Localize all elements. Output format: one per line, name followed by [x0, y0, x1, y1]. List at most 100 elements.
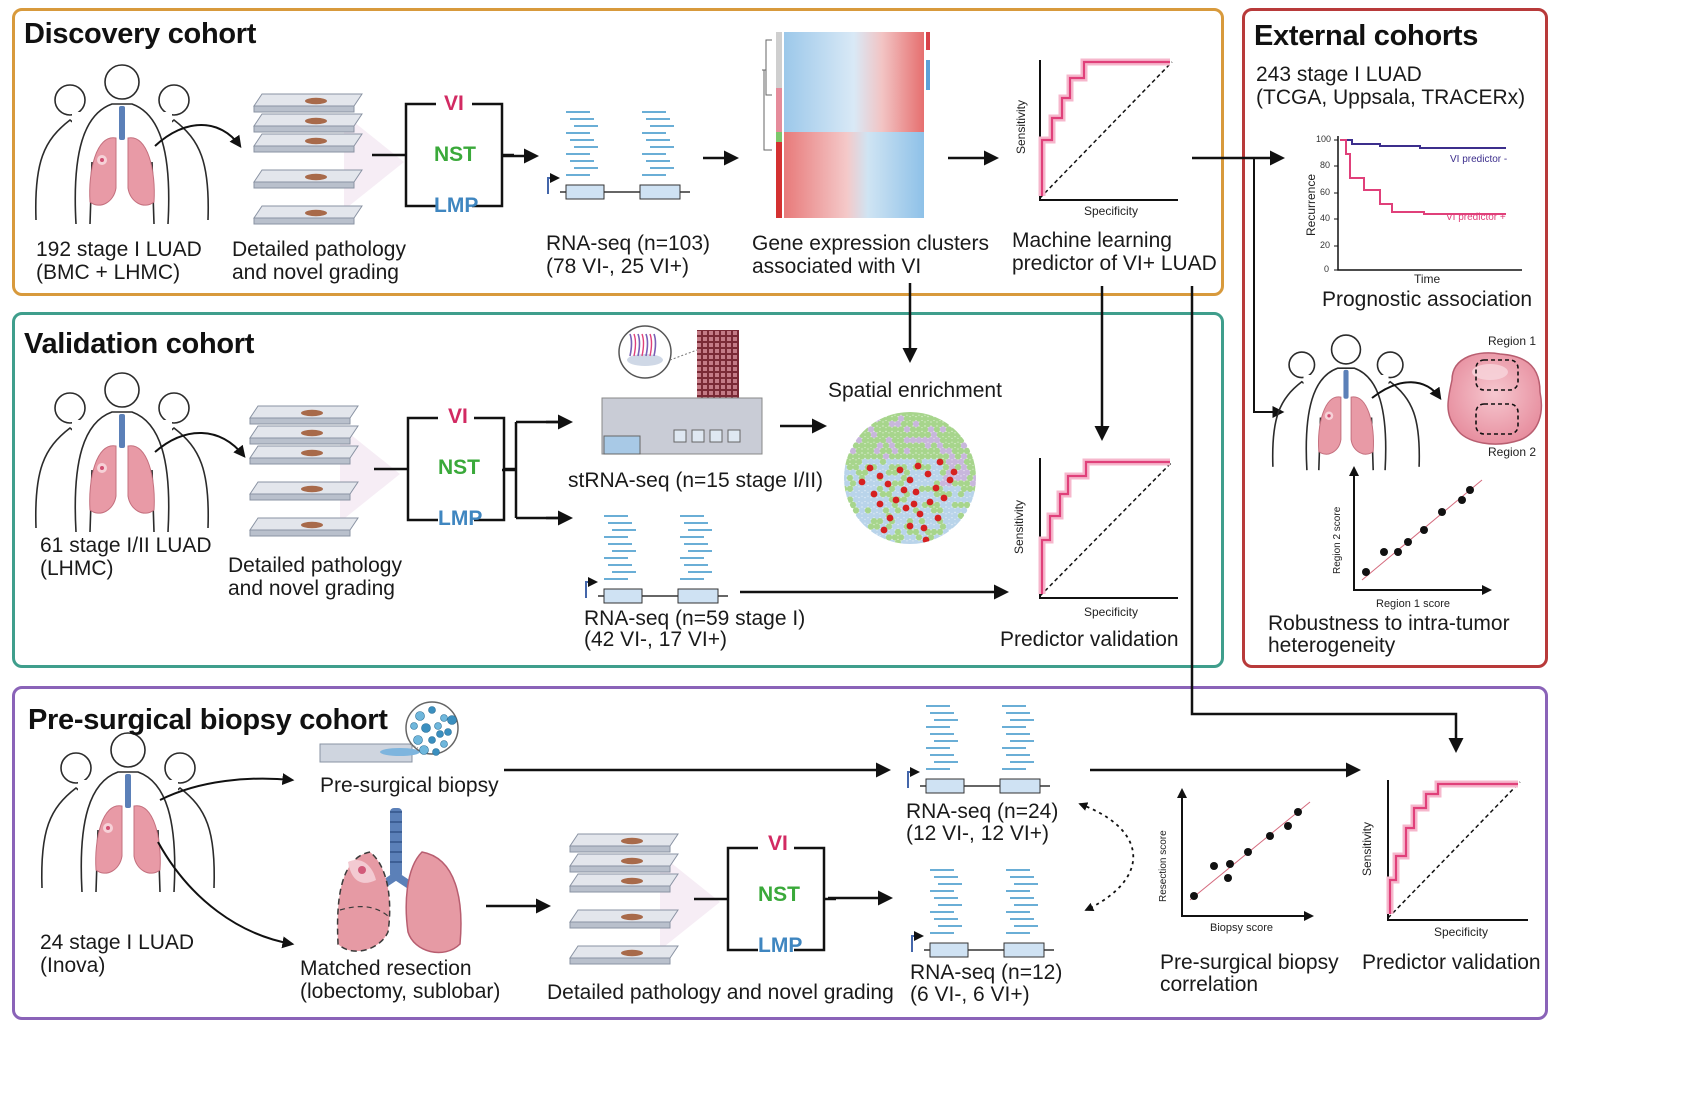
km-tick: 60 — [1320, 187, 1331, 197]
ml-predictor-label-2: predictor of VI+ LUAD — [1012, 252, 1217, 275]
region-score-scatter — [1349, 466, 1492, 595]
biopsy-score-label: Biopsy score — [1210, 922, 1273, 934]
validation-cohort-source: (LHMC) — [40, 557, 114, 580]
spatial-enrichment-map — [844, 412, 976, 544]
km-tick: 100 — [1316, 134, 1332, 144]
presurgical-biopsy-label: Pre-surgical biopsy — [320, 774, 499, 797]
clusters-label-2: associated with VI — [752, 255, 922, 278]
strna-seq-label: stRNA-seq (n=15 stage I/II) — [568, 469, 824, 492]
pathology-slides-icon — [249, 405, 400, 537]
pathology-slides-icon — [253, 93, 404, 225]
region-1-score-label: Region 1 score — [1376, 598, 1450, 610]
spatial-transcriptomics-slide-icon — [601, 325, 763, 455]
robustness-label-2: heterogeneity — [1268, 634, 1396, 657]
gene-expression-heatmap — [762, 32, 930, 218]
validation-roc-xlabel: Specificity — [1084, 605, 1139, 619]
external-cohort-size: 243 stage I LUAD — [1256, 63, 1422, 86]
kaplan-meier-plot — [1334, 136, 1522, 271]
presurgical-roc-xlabel: Specificity — [1434, 925, 1489, 939]
grade-vi-label: VI — [444, 92, 464, 115]
patients-icon — [34, 372, 210, 533]
discovery-grading-label: and novel grading — [232, 261, 399, 284]
presurgical-rna-seq-1-counts: (12 VI-, 12 VI+) — [906, 822, 1049, 845]
presurgical-cohort-title: Pre-surgical biopsy cohort — [28, 704, 388, 736]
km-xlabel: Time — [1414, 272, 1441, 286]
spatial-enrichment-label: Spatial enrichment — [828, 379, 1002, 402]
validation-cohort-size: 61 stage I/II LUAD — [40, 534, 212, 557]
external-cohorts-title: External cohorts — [1254, 20, 1479, 52]
km-tick: 20 — [1320, 240, 1331, 250]
pathology-slides-icon — [569, 833, 720, 965]
rna-seq-reads-icon — [907, 705, 1050, 794]
grade-lmp-label: LMP — [758, 934, 803, 957]
rna-seq-reads-icon — [585, 515, 728, 604]
validation-cohort-panel — [12, 312, 1224, 668]
validation-cohort-title: Validation cohort — [24, 328, 255, 360]
presurgical-predictor-label: Predictor validation — [1362, 951, 1541, 974]
grade-lmp-label: LMP — [434, 194, 479, 217]
rna-seq-reads-icon — [547, 111, 690, 200]
biopsy-correlation-label: Pre-surgical biopsy — [1160, 951, 1339, 974]
discovery-cohort-size: 192 stage I LUAD — [36, 238, 202, 261]
discovery-cohort-source: (BMC + LHMC) — [36, 261, 181, 284]
matched-resection-label: Matched resection — [300, 957, 472, 980]
km-tick: 80 — [1320, 160, 1331, 170]
rna-seq-reads-icon — [911, 869, 1054, 958]
discovery-cohort-title: Discovery cohort — [24, 18, 257, 50]
robustness-label: Robustness to intra-tumor — [1268, 612, 1510, 635]
region-1-label: Region 1 — [1488, 334, 1537, 348]
validation-predictor-label: Predictor validation — [1000, 628, 1179, 651]
validation-rna-seq-counts: (42 VI-, 17 VI+) — [584, 628, 727, 651]
grade-nst-label: NST — [758, 883, 800, 906]
clusters-label: Gene expression clusters — [752, 232, 989, 255]
discovery-rna-seq-counts: (78 VI-, 25 VI+) — [546, 255, 689, 278]
presurgical-rna-seq-2-label: RNA-seq (n=12) — [910, 961, 1063, 984]
region-2-label: Region 2 — [1488, 445, 1537, 459]
discovery-rna-seq-label: RNA-seq (n=103) — [546, 232, 710, 255]
km-tick: 40 — [1320, 213, 1331, 223]
discovery-cohort-panel — [12, 8, 1224, 296]
km-legend-plus: VI predictor + — [1446, 212, 1506, 223]
validation-roc-curve — [1038, 458, 1178, 599]
biopsy-slide-icon — [319, 701, 459, 763]
validation-grading-label: and novel grading — [228, 577, 395, 600]
presurgical-roc-curve — [1386, 780, 1528, 921]
presurgical-rna-seq-2-counts: (6 VI-, 6 VI+) — [910, 983, 1030, 1006]
validation-pathology-label: Detailed pathology — [228, 554, 402, 577]
patient-icon — [1271, 334, 1421, 471]
tumor-regions-icon — [1447, 352, 1543, 445]
grade-nst-label: NST — [434, 143, 476, 166]
km-legend-minus: VI predictor - — [1450, 154, 1508, 165]
patients-icon — [34, 64, 210, 225]
validation-rna-seq-label: RNA-seq (n=59 stage I) — [584, 607, 806, 630]
ml-predictor-label: Machine learning — [1012, 229, 1172, 252]
discovery-roc-curve — [1038, 58, 1178, 201]
presurgical-biopsy-cohort-panel — [12, 686, 1548, 1020]
discovery-pathology-label: Detailed pathology — [232, 238, 406, 261]
grade-vi-label: VI — [448, 405, 468, 428]
prognostic-association-label: Prognostic association — [1322, 288, 1533, 311]
external-cohort-source: (TCGA, Uppsala, TRACERx) — [1256, 86, 1526, 109]
patients-icon — [40, 732, 216, 893]
lung-resection-icon — [336, 808, 462, 954]
discovery-roc-xlabel: Specificity — [1084, 204, 1139, 218]
km-tick: 0 — [1324, 264, 1330, 274]
presurgical-roc-ylabel: Sensitivity — [1360, 821, 1374, 876]
presurgical-cohort-source: (Inova) — [40, 954, 106, 977]
resection-score-label: Resection score — [1158, 830, 1169, 902]
grade-lmp-label: LMP — [438, 507, 483, 530]
region-2-score-label: Region 2 score — [1332, 506, 1343, 574]
validation-roc-ylabel: Sensitivity — [1012, 499, 1026, 554]
presurgical-cohort-size: 24 stage I LUAD — [40, 931, 195, 954]
presurgical-rna-seq-1-label: RNA-seq (n=24) — [906, 800, 1059, 823]
km-ylabel: Recurrence — [1304, 173, 1318, 236]
grade-nst-label: NST — [438, 456, 480, 479]
grade-vi-label: VI — [768, 832, 788, 855]
biopsy-correlation-label-2: correlation — [1160, 973, 1259, 996]
discovery-roc-ylabel: Sensitivity — [1014, 99, 1028, 154]
presurgical-pathology-label: Detailed pathology and novel grading — [547, 981, 894, 1004]
matched-resection-type: (lobectomy, sublobar) — [300, 980, 501, 1003]
biopsy-correlation-scatter — [1177, 788, 1314, 921]
external-cohorts-panel — [1242, 8, 1548, 668]
